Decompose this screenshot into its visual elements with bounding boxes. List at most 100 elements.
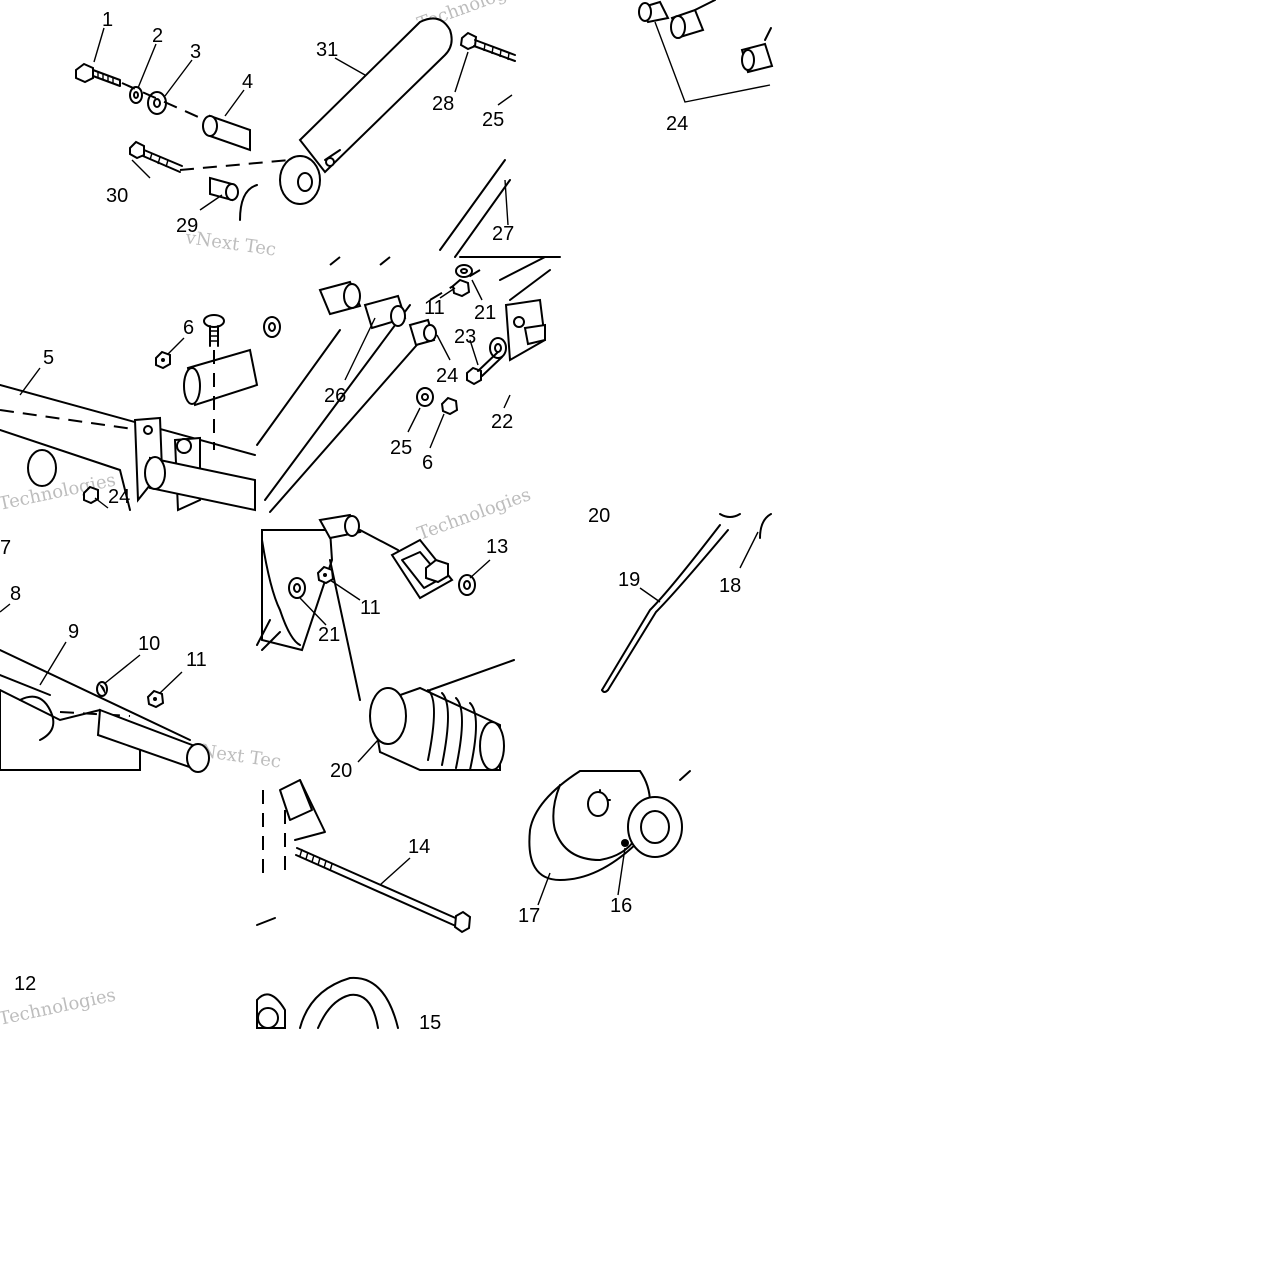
callout-27: 27 (492, 223, 514, 245)
clamp-part (390, 538, 454, 600)
callout-20: 20 (588, 505, 610, 527)
pulley-part (759, 513, 772, 539)
long-bolt-part (295, 847, 472, 934)
callout-12: 12 (14, 973, 36, 995)
callout-18: 18 (719, 575, 741, 597)
callout-11: 11 (360, 597, 381, 619)
bracket-part (504, 298, 547, 362)
callout-15: 15 (419, 1012, 441, 1034)
callout-30: 30 (106, 185, 128, 207)
leader-line (379, 857, 411, 886)
callout-4: 4 (242, 71, 253, 93)
rail-line (439, 159, 511, 258)
screw-part (203, 314, 225, 450)
callout-14: 14 (408, 836, 430, 858)
rail-line (256, 917, 276, 926)
shock-absorber-part (279, 17, 453, 205)
cap-part (96, 681, 108, 697)
callout-24: 24 (108, 486, 130, 508)
axle-tube-part (96, 708, 210, 773)
watermark-group: Technologies vNext Tec Technologies Tech… (0, 0, 534, 1030)
shock-bolt-part (459, 31, 516, 62)
wheel-part (256, 976, 399, 1029)
leader-line (537, 847, 626, 906)
bracket-part (262, 779, 326, 880)
callout-19: 19 (618, 569, 640, 591)
callout-26: 26 (324, 385, 346, 407)
callout-29: 29 (176, 215, 198, 237)
callout-1: 1 (102, 9, 113, 31)
leader-line (93, 27, 513, 226)
bushing-part (638, 0, 670, 24)
callout-13: 13 (486, 536, 508, 558)
callout-labels: 1 2 3 4 31 28 25 24 30 29 27 6 5 11 21 2… (0, 9, 741, 1034)
callout-6: 6 (422, 452, 433, 474)
bushing-part (740, 27, 774, 74)
cross-tube-part (144, 456, 256, 512)
callout-22: 22 (491, 411, 513, 433)
hub-part (621, 770, 691, 858)
bushing-part (670, 0, 716, 39)
hex-nut-part (83, 485, 99, 505)
frame-tube-part (0, 384, 256, 511)
leader-line (299, 559, 491, 763)
leader-line (344, 279, 511, 449)
bushing-part (318, 513, 399, 551)
hex-nut-part (146, 689, 165, 709)
long-bolt-part (129, 140, 183, 173)
callout-3: 3 (190, 41, 201, 63)
callout-7: 7 (0, 537, 11, 559)
assembly-line (179, 159, 291, 171)
spring-part (369, 659, 515, 771)
callout-23: 23 (454, 326, 476, 348)
assembly-line (121, 82, 206, 121)
cable-part (601, 513, 741, 693)
callout-17: 17 (518, 905, 540, 927)
leader-line (639, 531, 759, 603)
washer-part (455, 264, 473, 278)
callout-20: 20 (330, 760, 352, 782)
callout-11: 11 (424, 297, 445, 319)
callout-25: 25 (482, 109, 504, 131)
bushing-part (209, 176, 239, 202)
leader-line (654, 21, 771, 103)
callout-24: 24 (436, 365, 458, 387)
callout-2: 2 (152, 25, 163, 47)
callout-8: 8 (10, 583, 21, 605)
callout-16: 16 (610, 895, 632, 917)
bushing-part (183, 348, 259, 407)
callout-31: 31 (316, 39, 338, 61)
bushing-part (318, 280, 362, 316)
rail-line (239, 184, 258, 221)
watermark-text: Technologies (0, 470, 118, 515)
bolt-part (466, 351, 503, 386)
washer-part (288, 577, 306, 599)
spacer-bushing-part (202, 114, 251, 152)
hex-bolt-part (75, 62, 121, 87)
frame-rails-part (256, 256, 561, 513)
callout-21: 21 (318, 624, 340, 646)
hex-nut-part (155, 350, 171, 370)
washer-part (263, 316, 281, 338)
callout-5: 5 (43, 347, 54, 369)
callout-10: 10 (138, 633, 160, 655)
lock-washer-part (129, 86, 143, 104)
callout-11: 11 (186, 649, 207, 671)
washer-part (458, 574, 476, 596)
leader-line (19, 337, 185, 509)
watermark-text: Technologies (415, 484, 534, 544)
hex-nut-part (440, 396, 459, 416)
callout-6: 6 (183, 317, 194, 339)
washer-part (416, 387, 434, 407)
callout-25: 25 (390, 437, 412, 459)
washer-part (489, 337, 507, 359)
hex-nut-part (316, 565, 335, 585)
callout-21: 21 (474, 302, 496, 324)
bushing-part (363, 294, 407, 330)
callout-24: 24 (666, 113, 688, 135)
bushing-part (408, 318, 437, 347)
callout-28: 28 (432, 93, 454, 115)
callout-9: 9 (68, 621, 79, 643)
hex-nut-part (451, 278, 471, 298)
